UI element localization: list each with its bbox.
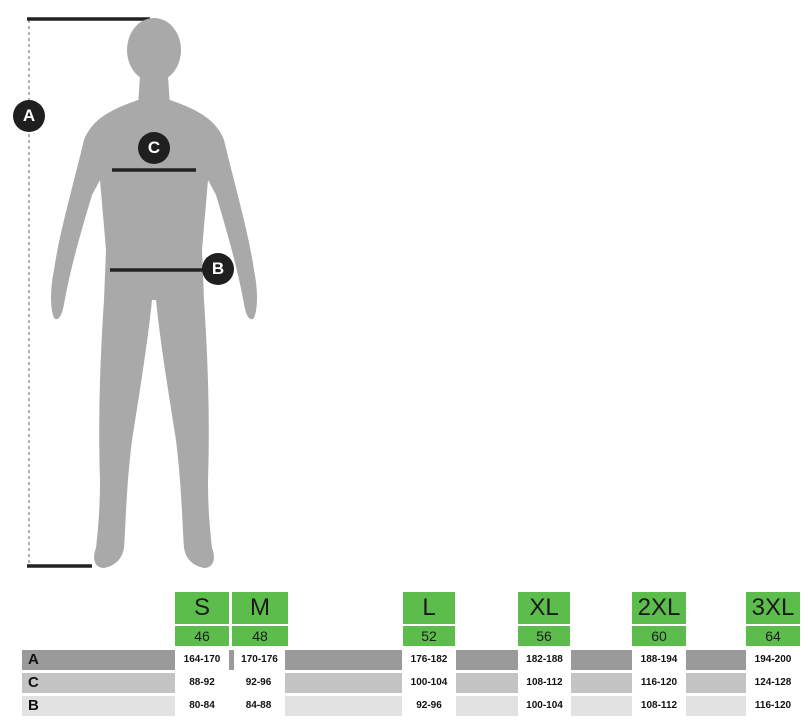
value-c-xl: 108-112	[518, 673, 571, 693]
size-number-s: 46	[175, 626, 229, 646]
value-b-m: 84-88	[232, 696, 285, 716]
size-label-s: S	[175, 592, 229, 624]
marker-a-icon: A	[13, 100, 45, 132]
value-c-3xl: 124-128	[746, 673, 800, 693]
value-a-l: 176-182	[402, 650, 456, 670]
value-b-2xl: 108-112	[632, 696, 686, 716]
value-c-m: 92-96	[232, 673, 285, 693]
size-label-2xl: 2XL	[632, 592, 686, 624]
value-c-2xl: 116-120	[632, 673, 686, 693]
row-a-gap	[456, 650, 518, 670]
size-number-m: 48	[232, 626, 288, 646]
body-diagram	[27, 17, 257, 568]
row-a-gap	[285, 650, 402, 670]
size-number-l: 52	[403, 626, 455, 646]
size-number-3xl: 64	[746, 626, 800, 646]
row-b-gap	[285, 696, 402, 716]
table-row-a: A 164-170 170-176 176-182 182-188 188-19…	[0, 650, 808, 670]
value-c-l: 100-104	[402, 673, 456, 693]
row-key-b: B	[22, 696, 175, 716]
marker-c-icon: C	[138, 132, 170, 164]
value-a-2xl: 188-194	[632, 650, 686, 670]
value-a-s: 164-170	[175, 650, 229, 670]
row-c-gap	[571, 673, 632, 693]
value-b-3xl: 116-120	[746, 696, 800, 716]
row-c-gap	[456, 673, 518, 693]
row-a-gap	[229, 650, 234, 670]
row-c-gap	[285, 673, 402, 693]
row-a-gap	[686, 650, 746, 670]
value-c-s: 88-92	[175, 673, 229, 693]
human-silhouette	[51, 18, 257, 568]
size-label-l: L	[403, 592, 455, 624]
row-b-gap	[686, 696, 746, 716]
table-row-c: C 88-92 92-96 100-104 108-112 116-120 12…	[0, 673, 808, 693]
size-number-xl: 56	[518, 626, 570, 646]
size-number-2xl: 60	[632, 626, 686, 646]
row-key-a: A	[22, 650, 175, 670]
marker-b-icon: B	[202, 253, 234, 285]
value-a-xl: 182-188	[518, 650, 571, 670]
value-a-3xl: 194-200	[746, 650, 800, 670]
row-b-gap	[456, 696, 518, 716]
value-b-xl: 100-104	[518, 696, 571, 716]
row-c-gap	[686, 673, 746, 693]
value-a-m: 170-176	[234, 650, 285, 670]
value-b-l: 92-96	[402, 696, 456, 716]
value-b-s: 80-84	[175, 696, 229, 716]
size-label-xl: XL	[518, 592, 570, 624]
size-label-m: M	[232, 592, 288, 624]
size-label-3xl: 3XL	[746, 592, 800, 624]
row-b-gap	[571, 696, 632, 716]
table-row-b: B 80-84 84-88 92-96 100-104 108-112 116-…	[0, 696, 808, 716]
row-key-c: C	[22, 673, 175, 693]
row-a-gap	[571, 650, 632, 670]
